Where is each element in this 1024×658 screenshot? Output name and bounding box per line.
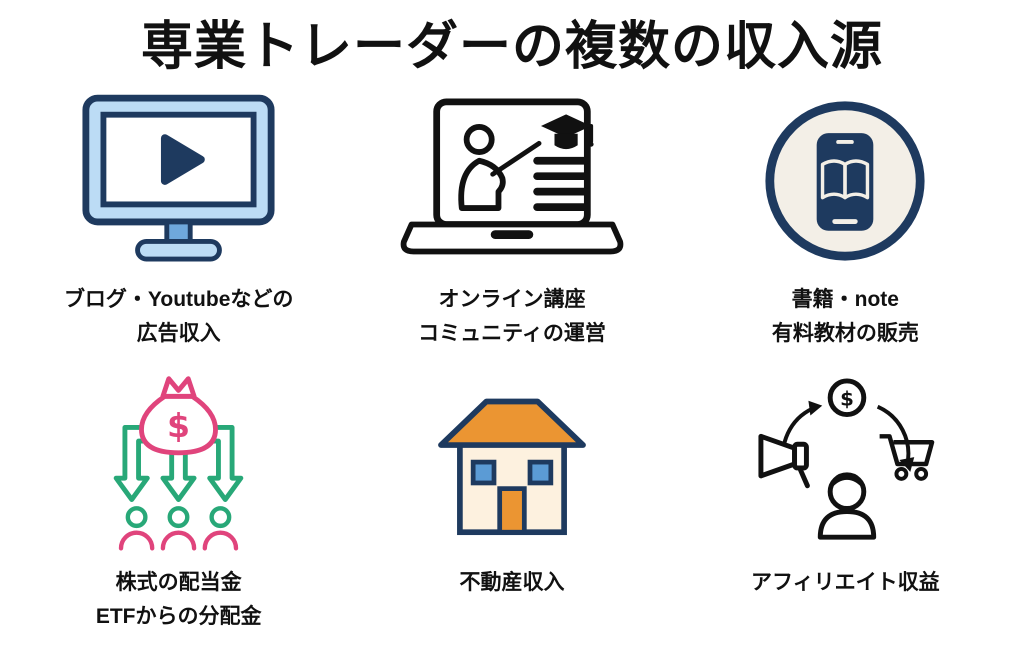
label-line: 広告収入: [136, 321, 221, 345]
income-item-dividends: $ 株式の配当金 ETFからの分配金: [12, 368, 345, 633]
income-item-label: 株式の配当金 ETFからの分配金: [96, 566, 262, 633]
monitor-play-icon-svg: [82, 94, 275, 262]
smartphone-book-icon: [762, 85, 928, 277]
label-line: オンライン講座: [438, 288, 586, 311]
laptop-teaching-icon: [396, 85, 628, 277]
income-item-label: ブログ・Youtubeなどの 広告収入: [64, 283, 293, 350]
label-line: コミュニティの運営: [418, 321, 606, 345]
label-line: 書籍・note: [791, 288, 899, 311]
income-item-online-course: オンライン講座 コミュニティの運営: [345, 85, 678, 350]
label-line: 有料教材の販売: [771, 321, 919, 345]
label-line: ETFからの分配金: [95, 604, 262, 628]
income-item-blog-ads: ブログ・Youtubeなどの 広告収入: [12, 85, 345, 350]
income-grid: ブログ・Youtubeなどの 広告収入: [12, 85, 1012, 633]
income-item-affiliate: $ アフィリエイト収益: [679, 368, 1012, 633]
house-icon: [422, 368, 602, 560]
monitor-play-icon: [81, 85, 276, 277]
label-line: ブログ・Youtubeなどの: [63, 288, 294, 311]
income-item-label: オンライン講座 コミュニティの運営: [418, 283, 606, 350]
laptop-teaching-icon-svg: [400, 97, 624, 254]
income-item-label: 不動産収入: [459, 566, 564, 600]
svg-text:$: $: [167, 406, 190, 445]
page-title: 専業トレーダーの複数の収入源: [140, 18, 883, 76]
affiliate-cycle-icon-svg: $: [758, 378, 935, 540]
smartphone-book-icon-svg: [765, 101, 925, 261]
label-line: 不動産収入: [459, 571, 565, 595]
svg-text:$: $: [840, 387, 854, 410]
house-icon-svg: [438, 398, 586, 536]
label-line: アフィリエイト収益: [751, 571, 940, 595]
income-item-real-estate: 不動産収入: [345, 368, 678, 633]
affiliate-cycle-icon: $: [751, 368, 939, 560]
income-item-books-note: 書籍・note 有料教材の販売: [679, 85, 1012, 350]
income-item-label: アフィリエイト収益: [751, 566, 940, 600]
label-line: 株式の配当金: [115, 571, 242, 595]
income-item-label: 書籍・note 有料教材の販売: [772, 283, 919, 350]
money-bag-distribution-icon-svg: $: [113, 376, 244, 551]
money-bag-distribution-icon: $: [81, 368, 276, 560]
